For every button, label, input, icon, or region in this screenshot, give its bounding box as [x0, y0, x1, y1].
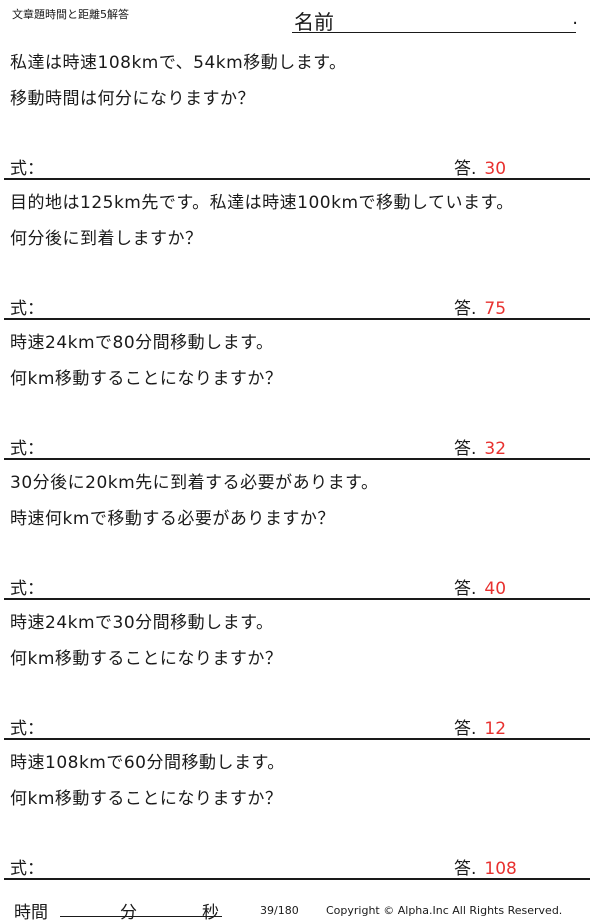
answer-label: 答. — [454, 859, 477, 879]
question-line-1: 時速108kmで60分間移動します。 — [10, 753, 285, 773]
formula-label[interactable]: 式： — [10, 859, 44, 879]
divider-rule — [4, 178, 590, 180]
answer: 答. 75 — [454, 294, 506, 319]
answer-value: 30 — [484, 159, 507, 179]
name-field[interactable]: 名前 . — [292, 6, 578, 34]
answer-label: 答. — [454, 439, 477, 459]
answer: 答. 30 — [454, 154, 506, 179]
formula-label[interactable]: 式： — [10, 299, 44, 319]
question-line-2: 何km移動することになりますか？ — [10, 649, 283, 669]
question-line-2: 何分後に到着しますか？ — [10, 229, 203, 249]
divider-rule — [4, 738, 590, 740]
question-line-2: 何km移動することになりますか？ — [10, 789, 283, 809]
answer: 答. 108 — [454, 854, 517, 879]
divider-rule — [4, 458, 590, 460]
answer-value: 40 — [484, 579, 507, 599]
problem-1: 私達は時速108kmで、54km移動します。 移動時間は何分になりますか？ 式：… — [0, 40, 590, 180]
name-dot: . — [572, 8, 578, 29]
question-line-1: 時速24kmで80分間移動します。 — [10, 333, 274, 353]
formula-label[interactable]: 式： — [10, 719, 44, 739]
footer: 時間 分 秒 39/180 Copyright © Alpha.Inc All … — [0, 896, 600, 924]
question-line-2: 時速何kmで移動する必要がありますか？ — [10, 509, 335, 529]
question-line-1: 私達は時速108kmで、54km移動します。 — [10, 53, 347, 73]
copyright: Copyright © Alpha.Inc All Rights Reserve… — [326, 904, 563, 917]
question-line-1: 目的地は125km先です。私達は時速100kmで移動しています。 — [10, 193, 514, 213]
answer-value: 75 — [484, 299, 507, 319]
answer-value: 12 — [484, 719, 507, 739]
answer-label: 答. — [454, 719, 477, 739]
answer: 答. 40 — [454, 574, 506, 599]
problem-2: 目的地は125km先です。私達は時速100kmで移動しています。 何分後に到着し… — [0, 180, 590, 320]
divider-rule — [4, 318, 590, 320]
divider-rule — [4, 598, 590, 600]
time-label: 時間 — [14, 903, 48, 923]
time-entry-line[interactable] — [60, 916, 222, 917]
divider-rule — [4, 878, 590, 880]
seconds-label: 秒 — [202, 903, 219, 923]
question-line-2: 何km移動することになりますか？ — [10, 369, 283, 389]
answer: 答. 12 — [454, 714, 506, 739]
problem-3: 時速24kmで80分間移動します。 何km移動することになりますか？ 式： 答.… — [0, 320, 590, 460]
formula-label[interactable]: 式： — [10, 159, 44, 179]
formula-label[interactable]: 式： — [10, 439, 44, 459]
page-number: 39/180 — [260, 904, 299, 917]
answer-label: 答. — [454, 299, 477, 319]
problem-6: 時速108kmで60分間移動します。 何km移動することになりますか？ 式： 答… — [0, 740, 590, 880]
name-label: 名前 — [294, 10, 334, 34]
question-line-1: 時速24kmで30分間移動します。 — [10, 613, 274, 633]
formula-label[interactable]: 式： — [10, 579, 44, 599]
question-line-2: 移動時間は何分になりますか？ — [10, 89, 255, 109]
problem-4: 30分後に20km先に到着する必要があります。 時速何kmで移動する必要がありま… — [0, 460, 590, 600]
answer: 答. 32 — [454, 434, 506, 459]
minutes-label: 分 — [120, 903, 137, 923]
answer-value: 108 — [484, 859, 517, 879]
worksheet-title: 文章題時間と距離5解答 — [12, 8, 129, 21]
answer-label: 答. — [454, 579, 477, 599]
question-line-1: 30分後に20km先に到着する必要があります。 — [10, 473, 379, 493]
problem-5: 時速24kmで30分間移動します。 何km移動することになりますか？ 式： 答.… — [0, 600, 590, 740]
answer-label: 答. — [454, 159, 477, 179]
answer-value: 32 — [484, 439, 507, 459]
